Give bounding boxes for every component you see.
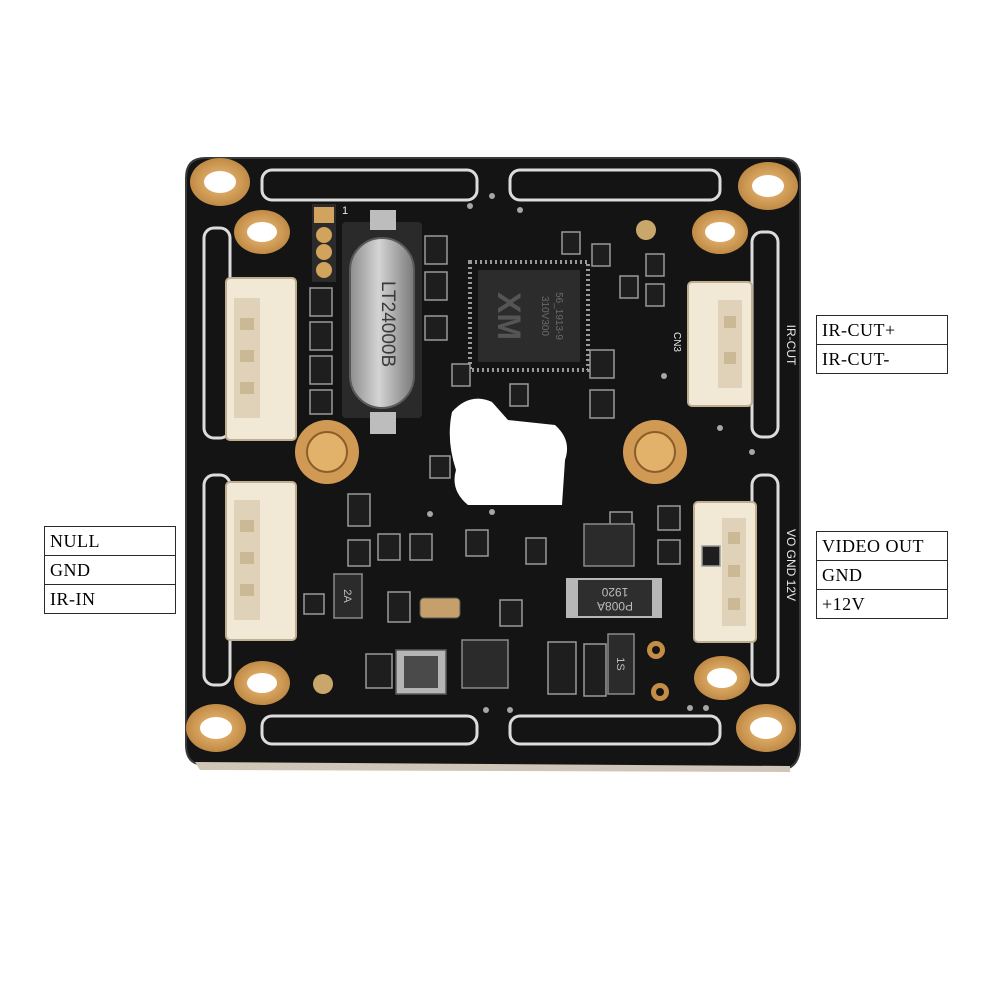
pin-label-12v: +12V [817, 589, 947, 618]
pin-label-video-gnd: GND [817, 560, 947, 589]
mounting-pads [186, 158, 798, 752]
pin-label-ir-cut-plus: IR-CUT+ [822, 320, 896, 340]
connector-bottom-left [225, 481, 297, 641]
regulator-silk: 2A [341, 589, 353, 603]
pin-label-gnd: GND [45, 555, 175, 584]
chip-logo: XM [491, 292, 527, 340]
vias [427, 193, 755, 713]
pin-label-ir-cut-minus: IR-CUT- [817, 344, 947, 373]
pcb-board-edge [195, 762, 790, 772]
cn3-silk: CN3 [671, 332, 682, 352]
pin-label-null: NULL [50, 531, 100, 551]
chip-marking-line-1: 310V300 [539, 296, 550, 336]
lens-mount-holes [295, 220, 687, 701]
callout-ir-cut-pinout: IR-CUT+ IR-CUT- [816, 315, 948, 374]
callout-left-pinout: NULL GND IR-IN [44, 526, 176, 614]
capacitors [395, 597, 461, 695]
diode-silk: 1S [614, 657, 626, 670]
connector-top-left [225, 277, 297, 441]
pin1-marker: 1 [342, 205, 348, 217]
header-pads [312, 204, 336, 282]
inductor-marking-1: 1920 [601, 585, 628, 599]
ircut-silk: IR-CUT [784, 325, 798, 366]
crystal-oscillator: LT24000B [342, 210, 422, 434]
pin-label-ir-in: IR-IN [45, 584, 175, 613]
callout-video-pinout: VIDEO OUT GND +12V [816, 531, 948, 619]
connector-video [693, 501, 757, 643]
power-inductor: 1920 P008A [566, 578, 662, 618]
processor-chip: XM 310V300 56_1913-9 [468, 260, 590, 372]
inductor-marking-2: P008A [597, 599, 633, 613]
white-label-patch [449, 398, 568, 505]
video-silk: VO GND 12V [784, 529, 798, 601]
connector-ir-cut [687, 281, 753, 407]
chip-marking-line-2: 56_1913-9 [553, 292, 564, 340]
crystal-marking: LT24000B [377, 281, 398, 367]
sot-ics: 2A 1S [333, 523, 635, 695]
pin-label-video-out: VIDEO OUT [822, 536, 924, 556]
silkscreen-labels: 1 IR-CUT VO GND 12V CN3 [342, 205, 798, 601]
